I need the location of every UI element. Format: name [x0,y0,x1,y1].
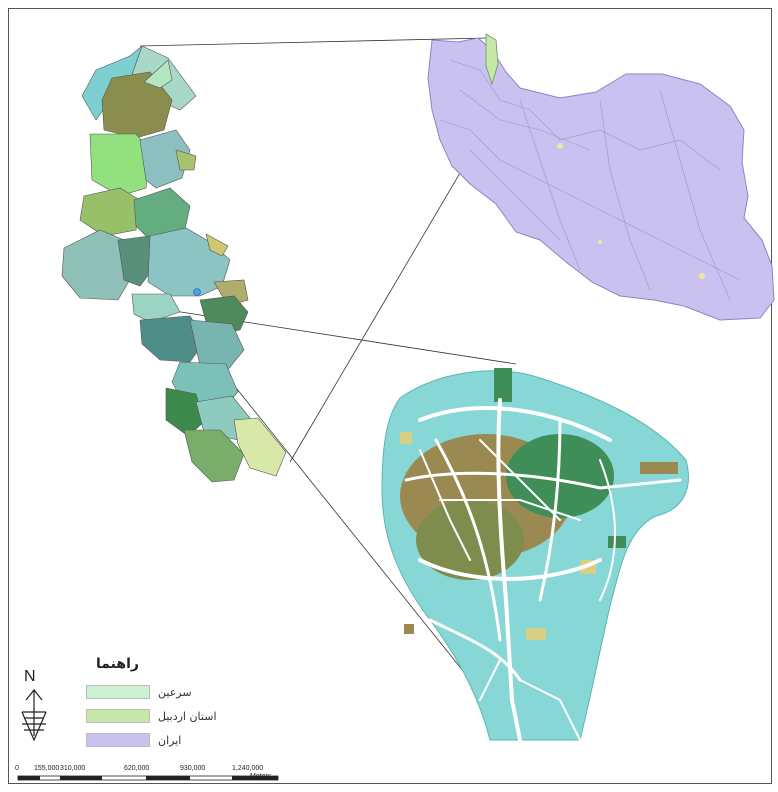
north-arrow-icon [21,689,47,742]
scale-tick-label: 155,000 [34,765,60,772]
scale-tick-label: 310,000 [60,765,86,772]
scale-unit-label: Meters [250,773,272,780]
scale-bar [17,775,279,781]
legend-item-ardabil-province: استان اردبیل [86,708,217,724]
sarein-city-map [381,368,689,742]
urban-core-green [506,434,614,518]
scale-tick-label: 930,000 [180,765,206,772]
north-letter: N [24,668,36,685]
scale-tick-label: 620,000 [124,765,150,772]
legend-label: ایران [158,733,182,747]
legend-swatch-sarein [86,685,150,699]
iran-map [427,33,775,321]
legend-swatch-ardabil-province [86,709,150,723]
legend-swatch-iran [86,733,150,747]
scale-tick-label: 1,240,000 [232,765,264,772]
legend-label: استان اردبیل [158,709,217,723]
ardabil-province-map [61,45,287,483]
legend-title: راهنما [96,656,139,672]
legend-item-sarein: سرعین [86,684,192,700]
scale-tick-label: 0 [15,765,19,772]
legend-item-iran: ایران [86,732,181,748]
legend-label: سرعین [158,685,192,699]
road-network [404,398,682,742]
